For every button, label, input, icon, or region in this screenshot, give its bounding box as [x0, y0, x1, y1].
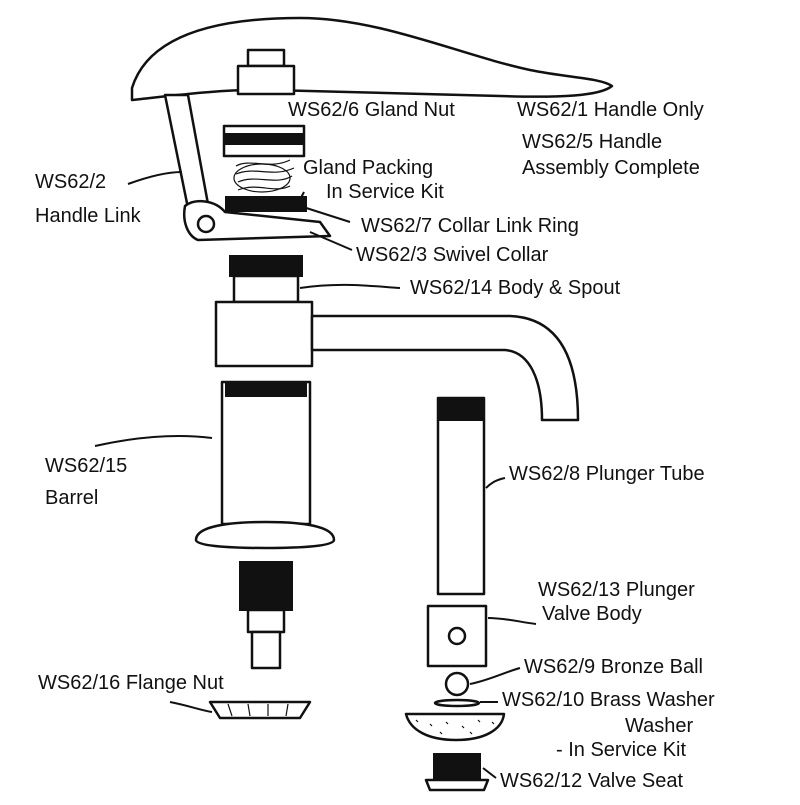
swivel-collar-part	[229, 255, 303, 304]
flange-nut-part	[208, 700, 312, 720]
label-gland-packing-line1: Gland Packing	[303, 157, 434, 179]
valve-seat-part	[424, 753, 490, 792]
leader-lines	[94, 171, 537, 779]
label-handle-link-line1: WS62/2	[35, 171, 107, 193]
body-spout-part	[214, 300, 580, 422]
brass-washer-part	[433, 698, 481, 708]
plunger-valve-body-part	[426, 604, 488, 668]
handle-link-part	[183, 199, 332, 242]
washer-kit-part	[404, 712, 506, 742]
label-body-spout: WS62/14 Body & Spout	[410, 277, 621, 299]
gland-packing-part	[233, 159, 295, 193]
label-gland-nut: WS62/6 Gland Nut	[288, 99, 455, 121]
bronze-ball-part	[444, 671, 470, 697]
label-barrel-line1: WS62/15	[45, 455, 128, 477]
label-brass-washer: WS62/10 Brass Washer	[502, 689, 715, 711]
label-handle-link-line2: Handle Link	[35, 205, 141, 227]
barrel-part	[194, 380, 336, 670]
label-swivel-collar: WS62/3 Swivel Collar	[356, 244, 549, 266]
label-barrel-line2: Barrel	[45, 487, 99, 509]
label-plunger-valve-line2: Valve Body	[542, 603, 642, 625]
label-handle-only: WS62/1 Handle Only	[517, 99, 704, 121]
plunger-tube-part	[436, 396, 486, 596]
label-handle-assembly-line2: Assembly Complete	[522, 157, 700, 179]
label-washer-kit-line2: - In Service Kit	[556, 739, 687, 761]
collar-link-ring-part	[225, 196, 307, 212]
label-gland-packing-line2: In Service Kit	[326, 181, 444, 203]
label-plunger-valve-line1: WS62/13 Plunger	[538, 579, 695, 601]
label-bronze-ball: WS62/9 Bronze Ball	[524, 656, 703, 678]
label-flange-nut: WS62/16 Flange Nut	[38, 672, 224, 694]
handle-stem-part	[236, 48, 296, 96]
label-collar-link-ring: WS62/7 Collar Link Ring	[361, 215, 579, 237]
label-plunger-tube: WS62/8 Plunger Tube	[509, 463, 705, 485]
label-valve-seat: WS62/12 Valve Seat	[500, 770, 684, 792]
gland-nut-part	[222, 124, 306, 158]
label-handle-assembly-line1: WS62/5 Handle	[522, 131, 663, 153]
label-washer-kit-line1: Washer	[625, 715, 694, 737]
